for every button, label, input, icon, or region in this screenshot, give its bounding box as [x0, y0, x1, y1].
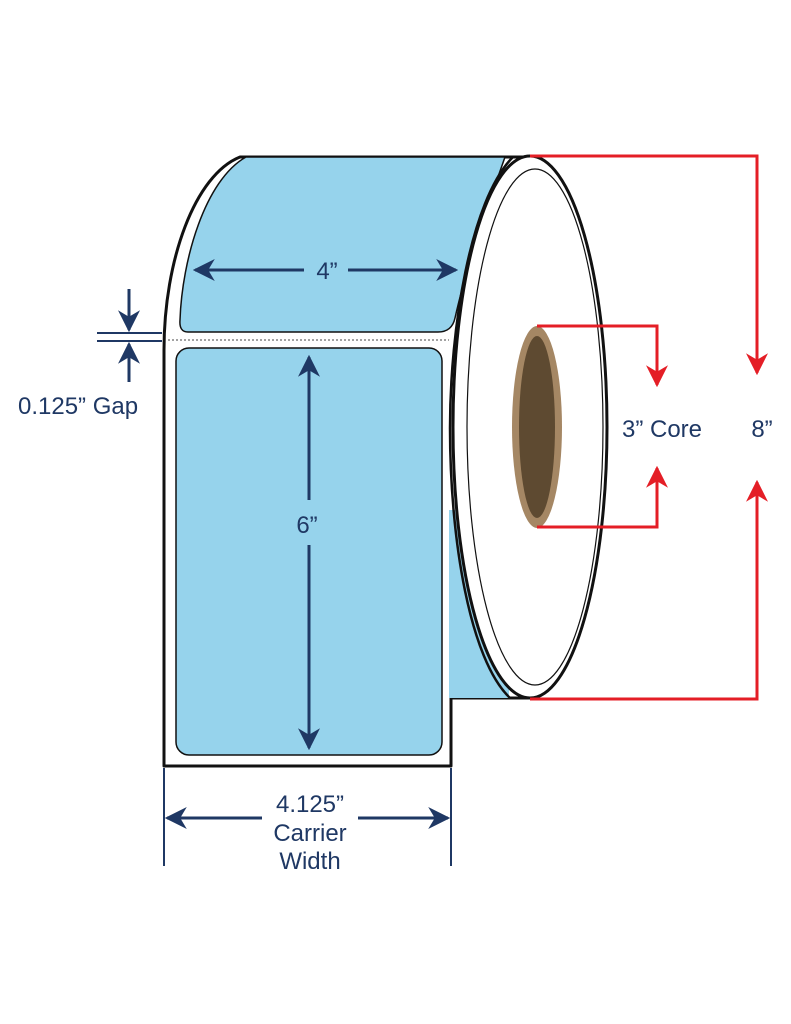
core-callout-bottom [537, 465, 668, 529]
core-callout-top [537, 324, 668, 388]
wrapped-label [179, 156, 507, 333]
roll-face-inner [466, 168, 604, 686]
diameter-text: 8” [751, 416, 772, 443]
diameter-callout-top [530, 154, 768, 376]
gap-text: 0.125” Gap [18, 393, 138, 420]
diameter-callout-bottom [530, 479, 768, 701]
core-hole [519, 336, 555, 518]
label-height-text: 6” [296, 512, 317, 539]
carrier-value-text: 4.125” [276, 791, 344, 818]
label-width-text: 4” [316, 258, 337, 285]
carrier-width-text: Width [279, 848, 340, 875]
core-text: 3” Core [622, 416, 702, 443]
carrier-label-text: Carrier [273, 820, 346, 847]
